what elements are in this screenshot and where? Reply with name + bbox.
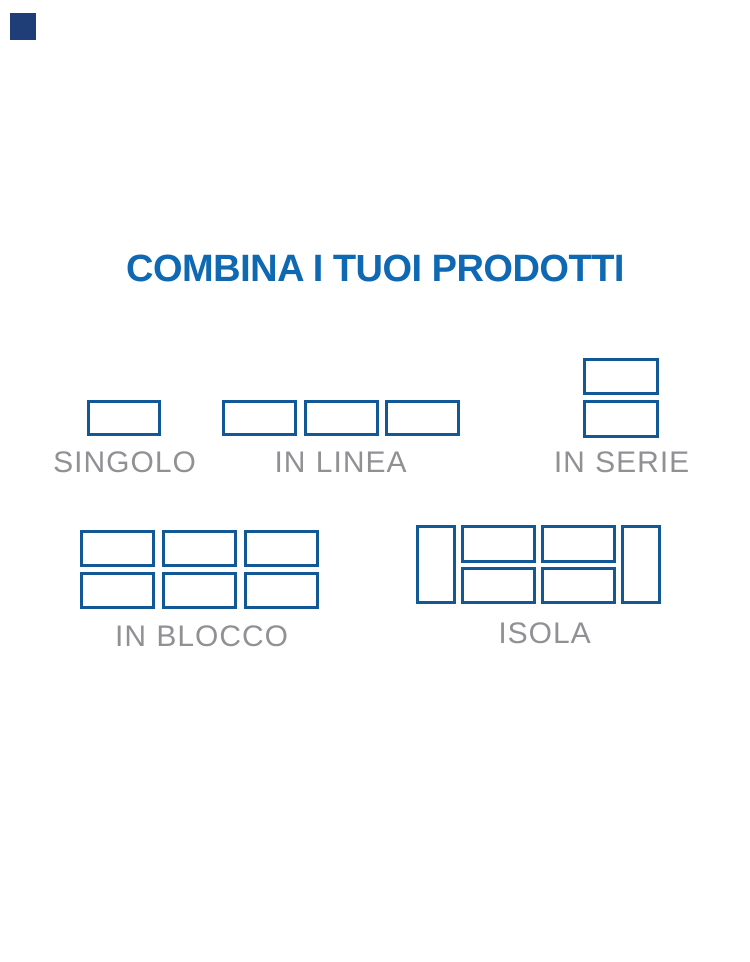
in-serie-module-box <box>583 358 659 395</box>
page-title: COMBINA I TUOI PRODOTTI <box>126 248 624 290</box>
in-blocco-module-box <box>244 530 319 567</box>
in-serie-module-box <box>583 400 659 438</box>
in-linea-module-box <box>385 400 460 436</box>
isola-end-module-box <box>416 525 456 604</box>
page-corner-square <box>10 13 36 40</box>
singolo-module-box <box>87 400 161 436</box>
isola-module-box <box>541 525 616 563</box>
isola-module-box <box>461 525 536 563</box>
in-blocco-module-box <box>80 572 155 609</box>
isola-module-box <box>461 567 536 604</box>
group-label-in-serie: IN SERIE <box>553 446 691 479</box>
in-linea-module-box <box>222 400 297 436</box>
group-label-isola: ISOLA <box>498 617 592 650</box>
in-linea-module-box <box>304 400 379 436</box>
isola-end-module-box <box>621 525 661 604</box>
in-blocco-module-box <box>80 530 155 567</box>
group-label-in-linea: IN LINEA <box>274 446 408 479</box>
in-blocco-module-box <box>162 530 237 567</box>
in-blocco-module-box <box>162 572 237 609</box>
isola-module-box <box>541 567 616 604</box>
in-blocco-module-box <box>244 572 319 609</box>
group-label-in-blocco: IN BLOCCO <box>114 620 290 653</box>
group-label-singolo: SINGOLO <box>53 446 197 479</box>
